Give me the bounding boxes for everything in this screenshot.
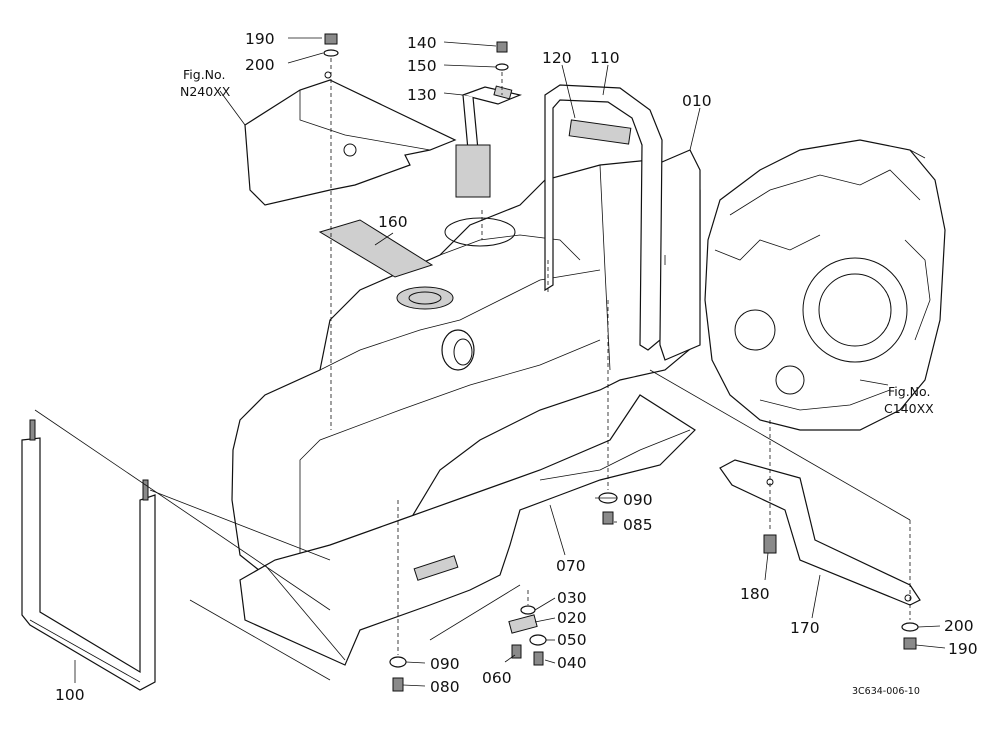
callout-010: 010 — [682, 92, 712, 110]
callout-130: 130 — [407, 86, 437, 104]
callout-070: 070 — [556, 557, 586, 575]
drawing-code: 3C634-006-10 — [852, 686, 920, 697]
upper-frame — [244, 71, 457, 206]
callout-200-bottom: 200 — [944, 617, 974, 635]
callout-140: 140 — [407, 34, 437, 52]
lower-bracket — [719, 459, 921, 606]
support-frame — [21, 419, 156, 691]
callout-030: 030 — [557, 589, 587, 607]
fuel-tank — [231, 159, 701, 586]
callout-080: 080 — [430, 678, 460, 696]
transmission-case — [704, 139, 946, 431]
callout-090-right: 090 — [623, 491, 653, 509]
fig-ref-lower-line2: C140XX — [884, 401, 934, 416]
callout-180: 180 — [740, 585, 770, 603]
leader-lines — [74, 37, 946, 687]
tank-base-plate — [239, 394, 696, 666]
callout-085: 085 — [623, 516, 653, 534]
callout-020: 020 — [557, 609, 587, 627]
callout-190-top: 190 — [245, 30, 275, 48]
callout-100: 100 — [55, 686, 85, 704]
callout-200-top: 200 — [245, 56, 275, 74]
fig-ref-upper-line2: N240XX — [180, 84, 231, 99]
callout-050: 050 — [557, 631, 587, 649]
top-strap — [544, 84, 663, 351]
callout-labels: 190 200 140 150 130 120 110 010 160 Fig.… — [55, 30, 978, 704]
assembly-lines — [34, 58, 911, 681]
callout-190-bottom: 190 — [948, 640, 978, 658]
callout-110: 110 — [590, 49, 620, 67]
callout-090-left: 090 — [430, 655, 460, 673]
clamp-bracket — [455, 85, 522, 198]
fig-ref-lower-line1: Fig.No. — [888, 384, 930, 399]
callout-170: 170 — [790, 619, 820, 637]
insulation-strip — [318, 219, 434, 278]
callout-150: 150 — [407, 57, 437, 75]
fig-ref-upper-line1: Fig.No. — [183, 67, 225, 82]
callout-160: 160 — [378, 213, 408, 231]
fasteners — [323, 33, 919, 692]
callout-040: 040 — [557, 654, 587, 672]
callout-120: 120 — [542, 49, 572, 67]
callout-060: 060 — [482, 669, 512, 687]
